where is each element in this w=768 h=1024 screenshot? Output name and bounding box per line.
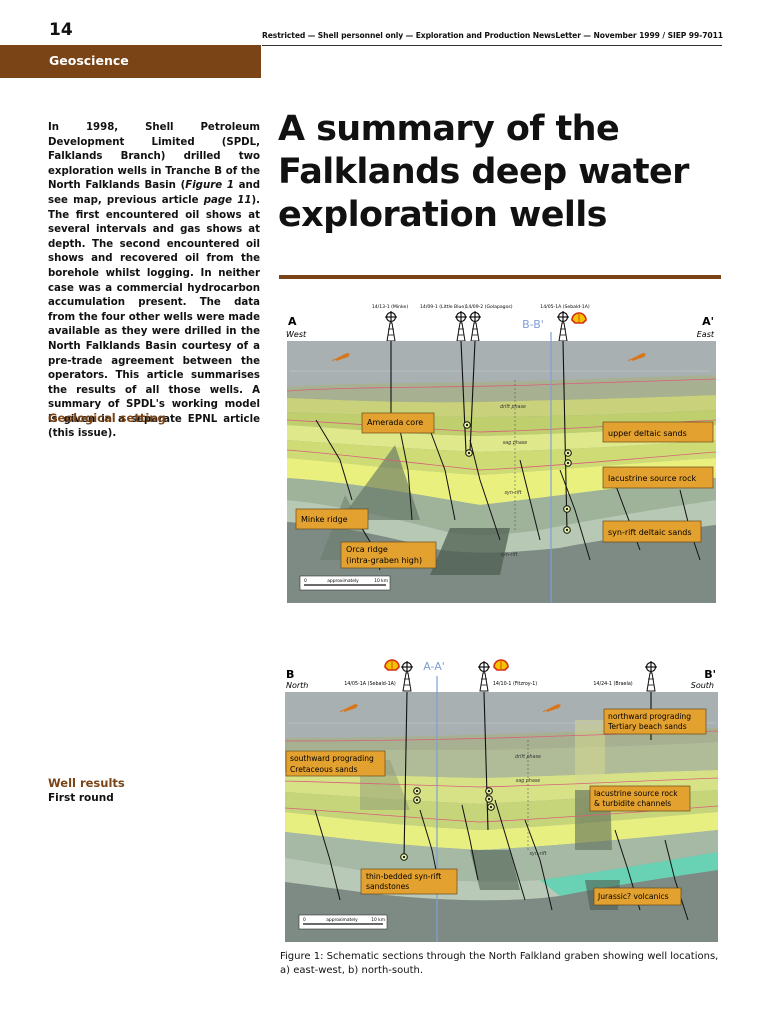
shell-logo-icon xyxy=(493,659,509,671)
fig-b-end-left-dir: North xyxy=(286,681,308,690)
fig-b-label-volcanics: Jurassic? volcanics xyxy=(597,892,669,901)
callout-box xyxy=(602,421,714,443)
fig-b-label-tertiary: Tertiary beach sands xyxy=(607,722,687,731)
fig-a-end-left: A xyxy=(288,315,297,328)
fig-b-end-right-dir: South xyxy=(691,681,714,690)
fig-b-end-left: B xyxy=(286,668,294,681)
fig-b-phase-drift: drift phase xyxy=(515,754,541,760)
fig-b-label-sandstones: sandstones xyxy=(366,882,409,891)
callout-box xyxy=(602,466,714,489)
intro-text-3: ). The first encountered oil shows at se… xyxy=(48,194,260,440)
fig-b-well-1: 14/05-1A (Sebald-1A) xyxy=(344,681,396,687)
fig-a-well-1: 14/13-1 (Minke) xyxy=(372,304,409,310)
section-bar: Geoscience xyxy=(0,45,261,78)
fig-b-scale-end: 10 km xyxy=(371,917,385,923)
fig-b-well-3: 14/24-1 (Braela) xyxy=(593,681,632,687)
callout-box xyxy=(340,541,437,569)
fig-a-phase-synrift-2: syn-rift xyxy=(501,552,519,558)
well-rig-icon xyxy=(644,660,658,692)
callout-box xyxy=(361,412,435,434)
callout-box xyxy=(285,750,386,777)
fig-b-end-right: B' xyxy=(704,668,716,681)
callout-box xyxy=(360,868,458,895)
fig-a-label-lacustrine: lacustrine source rock xyxy=(608,474,696,483)
fig-b-label-northward: northward prograding xyxy=(608,712,691,721)
callout-box xyxy=(602,520,702,543)
fig-a-label-amerada: Amerada core xyxy=(367,418,423,427)
fig-b-scale-mid: approximately xyxy=(326,917,358,923)
fig-a-scale-mid: approximately xyxy=(327,578,359,584)
fig-a-scale-end: 10 km xyxy=(374,578,388,584)
figure-reference: Figure 1 xyxy=(185,180,234,192)
heading-geological-setting: Geological setting xyxy=(48,411,166,425)
well-rig-icon xyxy=(400,660,414,692)
title-rule xyxy=(279,275,721,279)
fig-a-label-synrift-deltaic: syn-rift deltaic sands xyxy=(608,528,692,537)
fig-a-label-intra-graben: (intra-graben high) xyxy=(346,556,422,565)
fig-a-well-2: 14/09-1 (Little Blue) xyxy=(420,304,466,310)
well-rig-icon xyxy=(477,660,491,692)
page-reference: page 11 xyxy=(203,194,252,206)
fig-a-phase-sag: sag phase xyxy=(503,440,528,446)
fig-b-scale-start: 0 xyxy=(303,917,306,923)
intro-paragraph: In 1998, Shell Petroleum Development Lim… xyxy=(48,121,260,442)
heading-well-results: Well results xyxy=(48,776,125,790)
fig-a-well-3: 14/09-2 (Golapagos) xyxy=(465,304,512,310)
fig-a-end-right-dir: East xyxy=(697,330,715,339)
title-line-2: Falklands deep water xyxy=(278,152,689,192)
top-rule xyxy=(262,45,722,46)
fig-b-cross-marker: A-A' xyxy=(423,660,445,673)
fig-a-scale-start: 0 xyxy=(304,578,307,584)
fig-b-label-southward: southward prograding xyxy=(290,754,374,763)
fig-a-end-right: A' xyxy=(702,315,714,328)
callout-box xyxy=(603,708,707,735)
fig-b-well-2: 14/10-1 (Fitzroy-1) xyxy=(493,681,537,687)
fig-a-phase-synrift: syn-rift xyxy=(505,490,523,496)
page-number: 14 xyxy=(49,20,73,40)
fig-a-label-minke: Minke ridge xyxy=(301,515,348,524)
callout-box xyxy=(589,785,691,812)
fig-a-end-left-dir: West xyxy=(286,330,307,339)
section-label: Geoscience xyxy=(49,53,129,68)
fig-b-label-thin-bedded: thin-bedded syn-rift xyxy=(366,872,441,881)
fig-b-label-cretaceous: Cretaceous sands xyxy=(290,765,357,774)
figure-caption: Figure 1: Schematic sections through the… xyxy=(280,951,719,976)
fig-a-phase-drift: drift phase xyxy=(500,404,526,410)
callout-box xyxy=(295,508,369,530)
shell-logo-icon xyxy=(384,659,400,671)
fig-a-label-orca: Orca ridge xyxy=(346,545,388,554)
fig-b-label-lacustrine: lacustrine source rock xyxy=(594,789,678,798)
fig-a-cross-marker: B-B' xyxy=(522,318,544,331)
fig-b-phase-synrift: syn-rift xyxy=(530,851,548,857)
fig-a-well-4: 14/05-1A (Sebald-1A) xyxy=(540,304,590,310)
running-head: Restricted — Shell personnel only — Expl… xyxy=(262,31,723,40)
callout-box xyxy=(593,887,682,906)
fig-a-label-upper-deltaic: upper deltaic sands xyxy=(608,429,687,438)
intro-text-1: In 1998, Shell Petroleum Development Lim… xyxy=(48,122,260,192)
title-line-3: exploration wells xyxy=(278,195,607,235)
title-line-1: A summary of the xyxy=(278,109,620,149)
heading-first-round: First round xyxy=(48,792,114,804)
intro-text-2: and see map, previous article xyxy=(48,180,260,206)
fig-b-phase-sag: sag phase xyxy=(516,778,541,784)
fig-b-label-turbidite: & turbidite channels xyxy=(594,799,671,808)
